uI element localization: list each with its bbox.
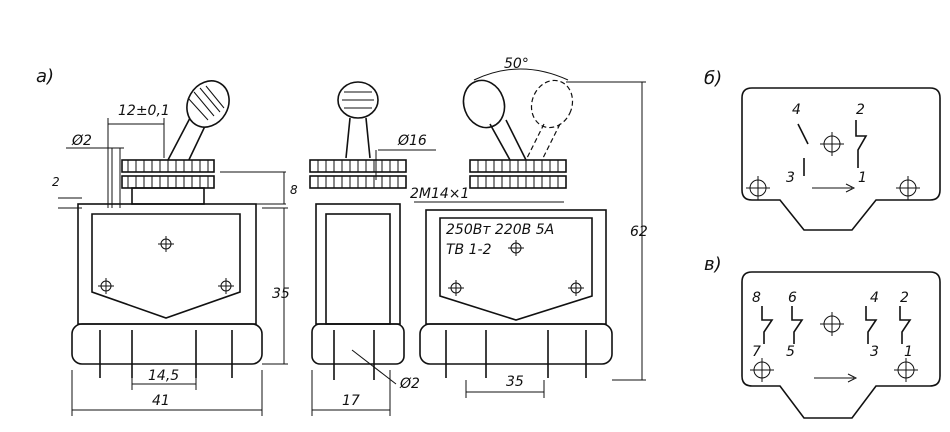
pin-v-2: 2: [900, 290, 909, 306]
dim-thread: 2M14×1: [410, 186, 469, 202]
marking-line1: 250Вт 220В 5А: [446, 222, 554, 238]
dim-foot-spacing: 14,5: [148, 368, 179, 384]
pin-b-2: 2: [856, 102, 865, 118]
dim-body-height: 35: [272, 286, 290, 302]
front-view: а) 12±0,1 Ø2 2 8 35 14,5 41: [36, 66, 298, 416]
pin-v-1: 1: [904, 344, 913, 360]
pin-b-4: 4: [792, 102, 801, 118]
housing: [77, 203, 257, 325]
knob-knurl: [187, 85, 225, 121]
dim-hole: Ø2: [71, 133, 92, 149]
marking-line2: ТВ 1-2: [446, 242, 492, 258]
side-shaft: [345, 117, 371, 159]
dim-pin-spacing: 35: [506, 374, 524, 390]
schematic-b: б) 4 2 3 1: [704, 68, 941, 231]
lever-knob: [186, 80, 230, 128]
pin-v-3: 3: [870, 344, 879, 360]
panel-label-a: а): [36, 66, 54, 87]
bushing: [131, 187, 205, 205]
rear-knob-left: [462, 79, 506, 129]
side-terminals: [333, 330, 375, 380]
dim-offset: 12±0,1: [118, 103, 170, 119]
terminals: [99, 330, 233, 378]
side-base: [311, 323, 405, 365]
base: [71, 323, 263, 365]
mounting-plate: [91, 213, 241, 319]
pin-v-6: 6: [788, 290, 797, 306]
pin-v-4: 4: [870, 290, 879, 306]
pin-v-8: 8: [752, 290, 761, 306]
panel-label-v: в): [704, 254, 722, 275]
dim-angle: 50°: [504, 56, 529, 72]
side-view: Ø16 Ø2 17: [309, 81, 436, 416]
schematic-v: в) 8 6 4 2 7 5 3 1: [704, 254, 941, 419]
rear-view: 50° 2M14×1 250Вт 220В 5А ТВ 1-2 62 35: [410, 56, 648, 398]
pin-v-7: 7: [752, 344, 761, 360]
dim-width: 41: [152, 393, 170, 409]
schematic-b-plate: [741, 87, 941, 231]
nut-knurl: [127, 160, 209, 188]
pin-b-3: 3: [786, 170, 795, 186]
dim-side-width: 17: [342, 393, 360, 409]
dim-bushing: Ø16: [397, 133, 427, 149]
dim-overall-height: 62: [630, 224, 648, 240]
pin-b-1: 1: [858, 170, 867, 186]
dim-gap: 2: [52, 175, 60, 189]
side-housing: [315, 203, 401, 325]
dim-pin: Ø2: [399, 376, 420, 392]
panel-label-b: б): [704, 68, 722, 89]
rear-knob-right: [530, 79, 574, 129]
pin-v-5: 5: [786, 344, 795, 360]
schematic-v-plate: [741, 271, 941, 419]
dim-thread-height: 8: [290, 183, 298, 197]
